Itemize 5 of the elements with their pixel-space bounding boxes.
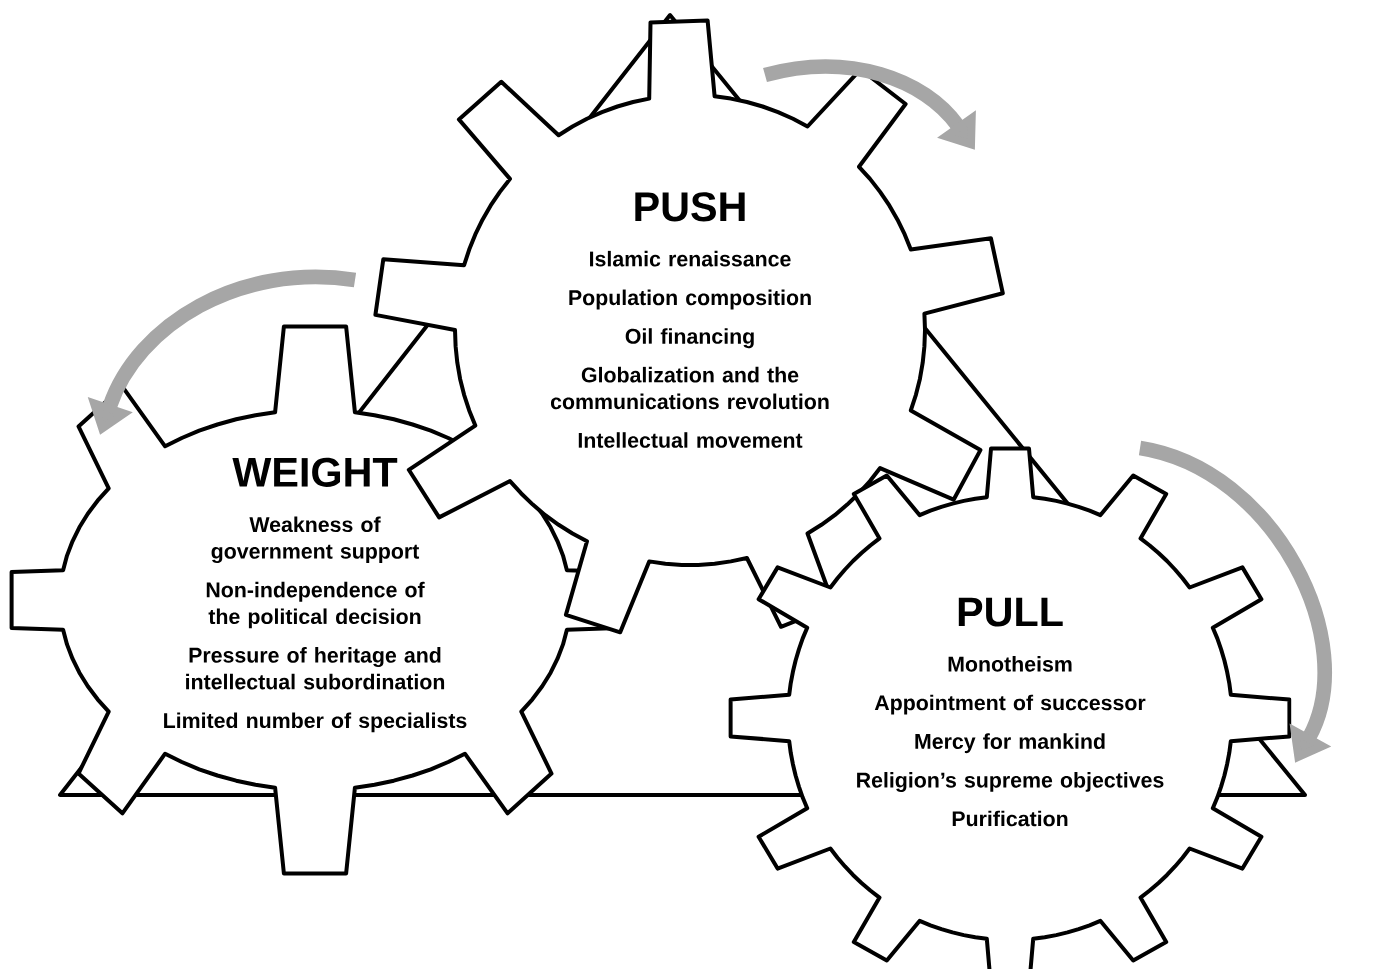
node-label: Purification — [952, 810, 1068, 827]
node-label: Mercy for mankind — [915, 733, 1105, 754]
node-label: Appointment of successor — [874, 694, 1146, 715]
node-label: Religion’s supreme objectives — [857, 771, 1164, 792]
node-label: Monotheism — [948, 655, 1072, 672]
